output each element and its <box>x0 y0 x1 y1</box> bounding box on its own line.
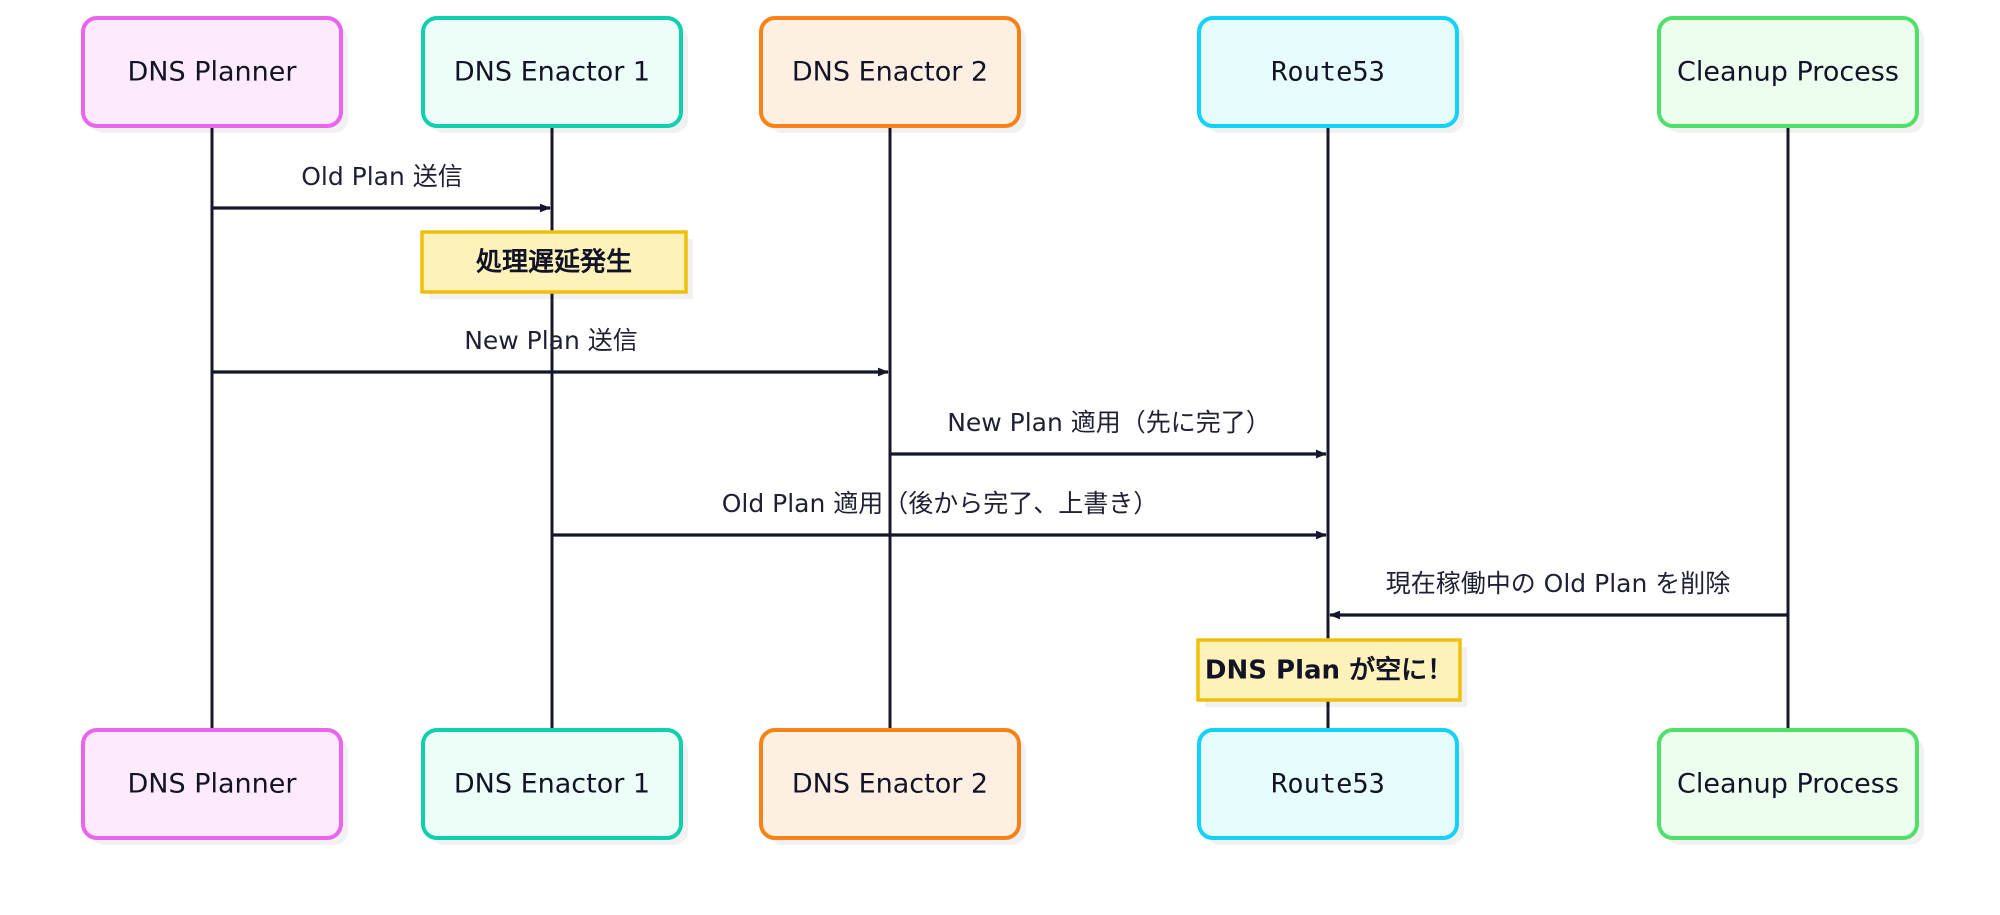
participant-label: Route53 <box>1271 57 1385 88</box>
message-label: Old Plan 適用（後から完了、上書き） <box>722 489 1159 518</box>
note-dns-plan-empty: DNS Plan が空に！ <box>1196 638 1467 707</box>
participant-boxes-top: DNS Planner DNS Enactor 1 DNS Enactor 2 Rou… <box>81 16 1924 133</box>
participant-dns-enactor-2-top[interactable]: DNS Enactor 2 <box>759 16 1026 133</box>
participant-dns-enactor-1-top[interactable]: DNS Enactor 1 <box>421 16 688 133</box>
participant-label: DNS Enactor 1 <box>454 769 650 800</box>
note-label: DNS Plan が空に！ <box>1205 655 1453 686</box>
participant-cleanup-process-bottom[interactable]: Cleanup Process <box>1657 728 1924 845</box>
participant-dns-enactor-1-bottom[interactable]: DNS Enactor 1 <box>421 728 688 845</box>
participant-label: Cleanup Process <box>1677 57 1899 88</box>
participant-box[interactable] <box>1197 16 1459 128</box>
messages-group: Old Plan 送信 New Plan 送信 New Plan 適用（先に完了） O… <box>212 162 1788 620</box>
message-old-plan-send: Old Plan 送信 <box>212 162 551 213</box>
participant-cleanup-process-top[interactable]: Cleanup Process <box>1657 16 1924 133</box>
participant-label: DNS Planner <box>128 769 298 800</box>
notes-group: 処理遅延発生 DNS Plan が空に！ <box>420 230 1467 707</box>
note-box <box>420 230 688 294</box>
participant-box[interactable] <box>1657 16 1919 128</box>
participant-dns-planner-top[interactable]: DNS Planner <box>81 16 348 133</box>
lifelines-group <box>210 126 1790 730</box>
message-new-plan-apply: New Plan 適用（先に完了） <box>890 408 1327 459</box>
participant-box[interactable] <box>81 16 343 128</box>
participant-label: DNS Enactor 1 <box>454 57 650 88</box>
note-box <box>1196 638 1462 702</box>
message-label: New Plan 送信 <box>464 326 638 355</box>
participant-label: Cleanup Process <box>1677 769 1899 800</box>
participant-box[interactable] <box>1197 728 1459 840</box>
participant-route53-top[interactable]: Route53 <box>1197 16 1464 133</box>
participant-label: DNS Planner <box>128 57 298 88</box>
participant-boxes-bottom: DNS Planner DNS Enactor 1 DNS Enactor 2 Rou… <box>81 728 1924 845</box>
participant-box[interactable] <box>421 728 683 840</box>
note-processing-delay: 処理遅延発生 <box>420 230 693 299</box>
note-label: 処理遅延発生 <box>476 248 632 278</box>
participant-box[interactable] <box>759 16 1021 128</box>
participant-dns-enactor-2-bottom[interactable]: DNS Enactor 2 <box>759 728 1026 845</box>
message-delete-old-plan: 現在稼働中の Old Plan を削除 <box>1329 569 1788 620</box>
participant-route53-bottom[interactable]: Route53 <box>1197 728 1464 845</box>
participant-box[interactable] <box>1657 728 1919 840</box>
participant-label: Route53 <box>1271 769 1385 800</box>
participant-dns-planner-bottom[interactable]: DNS Planner <box>81 728 348 845</box>
participant-box[interactable] <box>759 728 1021 840</box>
message-label: 現在稼働中の Old Plan を削除 <box>1386 569 1731 598</box>
participant-box[interactable] <box>81 728 343 840</box>
participant-label: DNS Enactor 2 <box>792 769 988 800</box>
message-label: New Plan 適用（先に完了） <box>947 408 1271 437</box>
participant-box[interactable] <box>421 16 683 128</box>
message-old-plan-apply: Old Plan 適用（後から完了、上書き） <box>552 489 1327 540</box>
message-new-plan-send: New Plan 送信 <box>212 326 889 377</box>
message-label: Old Plan 送信 <box>301 162 463 191</box>
participant-label: DNS Enactor 2 <box>792 57 988 88</box>
